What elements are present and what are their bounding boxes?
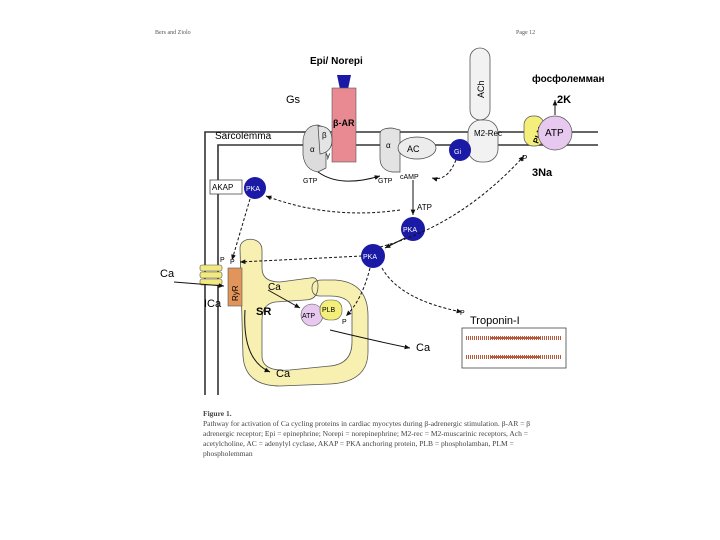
gs-beta-label: β <box>322 131 327 140</box>
serca-atp-label: ATP <box>302 313 315 320</box>
adenylyl-cyclase <box>379 127 437 173</box>
ryanodine-receptor <box>227 267 243 307</box>
header-right: Page 12 <box>516 30 536 36</box>
gtp-label-1: GTP <box>303 178 318 185</box>
pathway-arrows <box>173 100 558 373</box>
sarcoplasmic-reticulum <box>239 238 369 387</box>
gs-protein <box>302 124 333 173</box>
camp-label: cAMP <box>400 174 419 181</box>
ryr-label: RyR <box>231 285 240 301</box>
gs-gamma-label: γ <box>326 151 330 160</box>
sarcolemma-label: Sarcolemma <box>215 131 272 142</box>
2k-label: 2K <box>557 94 571 106</box>
plb-phospho-label: P <box>342 319 347 326</box>
figure-caption: Figure 1. Pathway for activation of Ca c… <box>203 409 548 459</box>
pka-mid-label: PKA <box>403 227 417 234</box>
plm-phospho-label: P <box>522 154 527 163</box>
ryr-ca-label: Ca <box>268 282 281 293</box>
myofilament-ca-label: Ca <box>416 342 431 354</box>
ryr-phospho-label: P <box>230 259 235 266</box>
sr-label: SR <box>256 306 271 318</box>
ac-label: AC <box>407 144 420 154</box>
akap-label: AKAP <box>212 183 233 192</box>
l-type-ca-channel <box>199 264 223 286</box>
beta-ar-receptor <box>331 87 357 163</box>
caption-text: Pathway for activation of Ca cycling pro… <box>203 419 531 458</box>
gi-label: Gi <box>454 149 461 156</box>
pump-atp-label: ATP <box>545 128 564 139</box>
pka-akap-label: PKA <box>246 186 260 193</box>
myofilaments <box>461 327 567 369</box>
pka-akap <box>244 177 266 199</box>
troponin-phospho-label: P <box>460 310 465 317</box>
atp-mid-label: ATP <box>417 203 432 212</box>
plb-label: PLB <box>322 307 336 314</box>
pka-cytosolic <box>361 244 385 268</box>
header-left: Bers and Ziolo <box>155 30 191 36</box>
troponin-label: Troponin-I <box>470 315 520 327</box>
gi-protein <box>449 139 471 161</box>
gs-label: Gs <box>286 94 301 106</box>
na-k-pump <box>537 115 573 151</box>
phospholamban <box>319 299 343 321</box>
extracellular-ca-label: Ca <box>160 268 175 280</box>
caption-title: Figure 1. <box>203 409 232 418</box>
ach-label: ACh <box>476 80 486 98</box>
gs-alpha-label: α <box>310 145 315 154</box>
beta-ar-label: β-AR <box>333 118 355 128</box>
bottom-ca-label: Ca <box>276 368 291 380</box>
ac-alpha-label: α <box>386 141 391 150</box>
ica-label: ICa <box>204 298 222 310</box>
m2-receptor <box>467 119 499 163</box>
pka-cytosolic-label: PKA <box>363 254 377 261</box>
fosfolemman-label: фосфолемман <box>532 73 605 85</box>
channel-phospho-label: P <box>220 257 225 264</box>
epi-norepi-label: Epi/ Norepi <box>310 56 363 67</box>
m2-receptor-label: M2-Rec <box>474 129 502 138</box>
akap-box <box>209 179 243 195</box>
gtp-label-2: GTP <box>378 178 393 185</box>
pka-mid <box>401 217 425 241</box>
3na-label: 3Na <box>532 167 553 179</box>
